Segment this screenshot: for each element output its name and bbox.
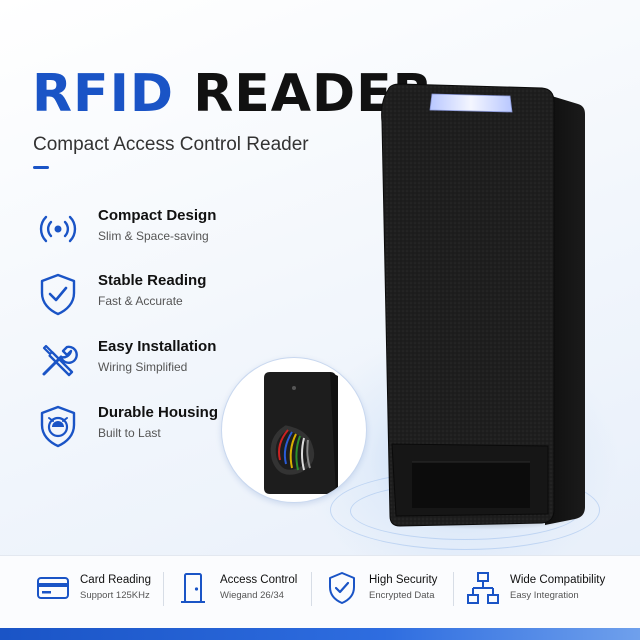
feature-title: Stable Reading (98, 272, 207, 289)
bottom-accent-stripe (0, 628, 640, 640)
title-accent: RFID (32, 64, 175, 124)
card-icon (37, 577, 69, 599)
bottom-item-subtitle: Wiegand 26/34 (220, 590, 284, 601)
bottom-item-title: High Security (369, 574, 438, 586)
feature-durable-housing: Durable Housing Built to Last (34, 402, 294, 452)
bottom-item-title: Card Reading (80, 574, 151, 586)
bottom-item-subtitle: Encrypted Data (369, 590, 435, 601)
shield-check-icon (329, 572, 355, 604)
feature-easy-installation: Easy Installation Wiring Simplified (34, 336, 294, 386)
feature-title: Easy Installation (98, 338, 217, 355)
shield-lock-icon (40, 405, 76, 448)
bottom-item-subtitle: Easy Integration (510, 590, 579, 601)
feature-subtitle: Fast & Accurate (98, 294, 183, 308)
bottom-feature-bar (0, 555, 640, 640)
bottom-item-subtitle: Support 125KHz (80, 590, 150, 601)
divider (453, 572, 454, 606)
feature-stable-reading: Stable Reading Fast & Accurate (34, 270, 294, 320)
shield-check-icon (40, 273, 76, 316)
tools-icon (42, 344, 78, 377)
reader-back-inset (221, 357, 367, 503)
divider (311, 572, 312, 606)
network-icon (467, 572, 499, 604)
wireless-signal-icon (39, 215, 77, 243)
feature-title: Compact Design (98, 207, 217, 224)
bottom-item-title: Wide Compatibility (510, 574, 606, 586)
divider (163, 572, 164, 606)
bottom-item-title: Access Control (220, 574, 298, 586)
page-subtitle: Compact Access Control Reader (33, 134, 309, 155)
door-icon (181, 573, 205, 603)
reader-back-image (264, 372, 338, 496)
feature-subtitle: Wiring Simplified (98, 360, 188, 374)
feature-compact-design: Compact Design Slim & Space-saving (34, 205, 294, 255)
feature-subtitle: Slim & Space-saving (98, 229, 209, 243)
title-underline (33, 166, 49, 169)
feature-title: Durable Housing (98, 404, 219, 421)
feature-subtitle: Built to Last (98, 426, 161, 440)
rfid-reader-image (381, 83, 585, 527)
